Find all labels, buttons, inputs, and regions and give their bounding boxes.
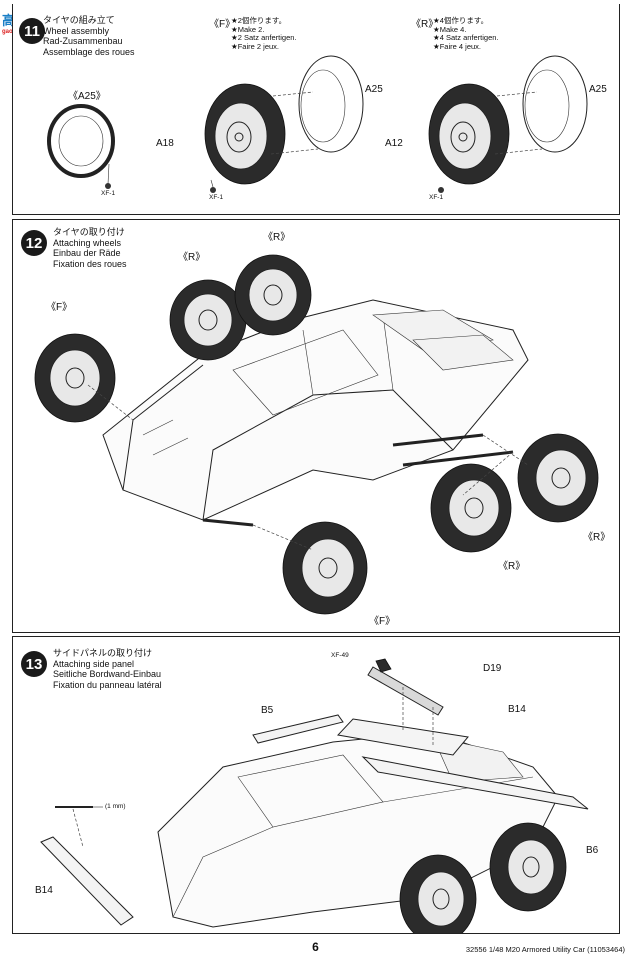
step-13-title-en: Attaching side panel	[53, 658, 135, 669]
step-12-title-fr: Fixation des roues	[53, 258, 127, 269]
r-group-notes: ★4個作ります。 ★Make 4. ★4 Satz anfertigen. ★F…	[433, 16, 499, 51]
step-12-title-de: Einbau der Räde	[53, 248, 121, 258]
step-11-title-de: Rad-Zusammenbau	[43, 36, 123, 46]
step-12-panel: 12 タイヤの取り付け Attaching wheels Einbau der …	[12, 219, 620, 633]
step-13-title-fr: Fixation du panneau latéral	[53, 679, 162, 690]
part-label-a25-f: A25	[365, 84, 383, 95]
r-note-en: ★Make 4.	[433, 24, 467, 34]
r-group-tag: 《R》	[411, 19, 439, 30]
f-note-jp: ★2個作ります。	[231, 16, 287, 25]
kit-code: 32556 1/48 M20 Armored Utility Car (1105…	[465, 945, 625, 954]
part-label-a18: A18	[156, 138, 174, 149]
part-label-b14: B14	[508, 704, 526, 715]
part-label-a25-r: A25	[589, 84, 607, 95]
step-11-illustration	[47, 55, 588, 193]
drill-size-label: (1 mm)	[105, 803, 126, 810]
step-13-title-de: Seitliche Bordwand-Einbau	[53, 669, 162, 679]
wheel-tag-r1: 《R》	[178, 252, 206, 263]
r-note-jp: ★4個作ります。	[433, 16, 489, 25]
step-13-title: サイドパネルの取り付け Attaching side panel Seitlic…	[53, 648, 162, 690]
f-group-notes: ★2個作ります。 ★Make 2. ★2 Satz anfertigen. ★F…	[231, 16, 297, 51]
part-label-b6: B6	[586, 845, 599, 856]
step-12-title-jp: タイヤの取り付け	[53, 227, 125, 237]
step-13-illustration	[40, 658, 589, 933]
wheel-tag-f2: 《F》	[369, 616, 396, 627]
step-12-title-en: Attaching wheels	[53, 237, 122, 248]
step-12-illustration	[34, 254, 599, 615]
paint-label-xf49: XF-49	[331, 652, 349, 659]
step-11-title-fr: Assemblage des roues	[43, 46, 135, 57]
wheel-tag-r3: 《R》	[583, 532, 611, 543]
r-note-de: ★4 Satz anfertigen.	[433, 33, 499, 42]
part-label-a25-left: 《A25》	[68, 91, 106, 102]
step-11-title-jp: タイヤの組み立て	[43, 15, 115, 25]
paint-label-r: XF-1	[429, 194, 444, 201]
part-label-b14-left: B14	[35, 885, 53, 896]
step-11-panel: 11 タイヤの組み立て Wheel assembly Rad-Zusammenb…	[12, 4, 620, 215]
step-12-number: 12	[25, 234, 43, 252]
step-13-panel: 13 サイドパネルの取り付け Attaching side panel Seit…	[12, 636, 620, 934]
f-group-tag: 《F》	[209, 19, 236, 30]
f-note-en: ★Make 2.	[231, 24, 265, 34]
step-11-badge: 11	[19, 18, 45, 44]
part-label-d19: D19	[483, 663, 502, 674]
wheel-tag-r2: 《R》	[263, 232, 291, 243]
step-11-number: 11	[24, 22, 40, 40]
step-13-number: 13	[25, 655, 43, 673]
step-13-badge: 13	[21, 651, 47, 677]
step-11-title: タイヤの組み立て Wheel assembly Rad-Zusammenbau …	[43, 15, 135, 57]
paint-label-left: XF-1	[101, 190, 116, 197]
page-number: 6	[312, 940, 319, 954]
wheel-tag-r4: 《R》	[498, 561, 526, 572]
part-label-a12: A12	[385, 138, 403, 149]
r-note-fr: ★Faire 4 jeux.	[433, 41, 481, 51]
step-12-title: タイヤの取り付け Attaching wheels Einbau der Räd…	[53, 227, 127, 269]
step-12-badge: 12	[21, 230, 47, 256]
f-note-de: ★2 Satz anfertigen.	[231, 33, 297, 42]
f-note-fr: ★Faire 2 jeux.	[231, 41, 279, 51]
paint-label-f: XF-1	[209, 194, 224, 201]
part-label-b5: B5	[261, 705, 274, 716]
wheel-tag-f1: 《F》	[46, 302, 73, 313]
step-13-title-jp: サイドパネルの取り付け	[53, 648, 153, 658]
step-11-title-en: Wheel assembly	[43, 25, 110, 36]
